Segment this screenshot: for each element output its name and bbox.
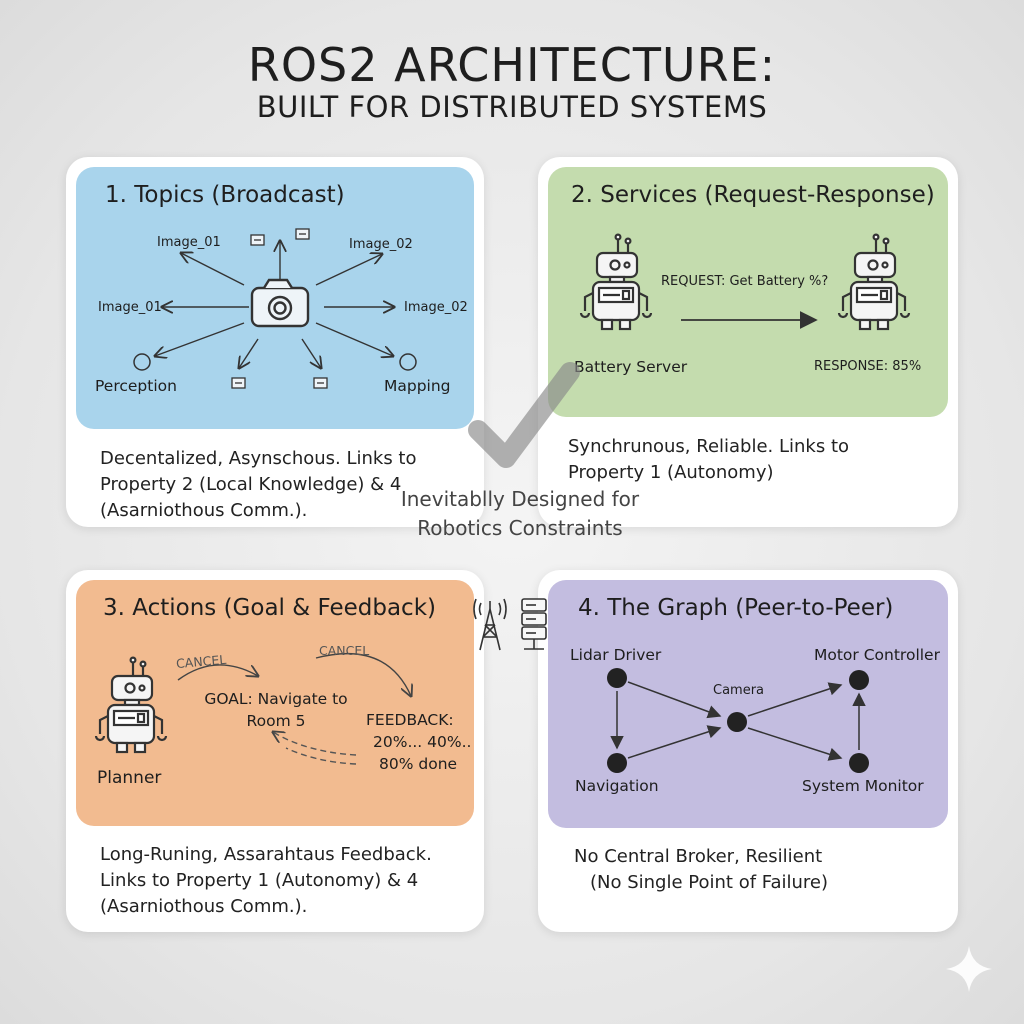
image-label: Image_02	[404, 300, 468, 315]
image-label: Image_01	[157, 235, 221, 250]
graph-description-line1: No Central Broker, Resilient	[574, 846, 823, 867]
robot-planner-icon	[94, 656, 168, 754]
camera-node	[727, 712, 747, 732]
battery-server-label: Battery Server	[574, 358, 688, 376]
image-label: Image_02	[349, 237, 413, 252]
feedback-progress: 20%... 40%..	[373, 733, 472, 751]
image-packet-icon	[231, 377, 246, 389]
page-title: ROS2 ARCHITECTURE:	[247, 38, 777, 92]
image-packet-icon	[313, 377, 328, 389]
goal-label: GOAL: Navigate to Room 5	[204, 690, 348, 730]
system-monitor-node	[849, 753, 869, 773]
graph-diagram	[607, 668, 869, 773]
robot-client-icon	[579, 233, 653, 331]
lidar-driver-node	[607, 668, 627, 688]
perception-label: Perception	[95, 377, 177, 395]
feedback-label: FEEDBACK:	[366, 711, 454, 729]
robot-server-icon	[837, 233, 911, 331]
center-caption: Inevitablly Designed for Robotics Constr…	[400, 487, 640, 540]
lidar-driver-label: Lidar Driver	[570, 646, 662, 664]
camera-icon	[250, 278, 310, 328]
mapping-label: Mapping	[384, 377, 451, 395]
page-subtitle: BUILT FOR DISTRIBUTED SYSTEMS	[256, 90, 768, 124]
motor-controller-label: Motor Controller	[814, 646, 940, 664]
topics-card: 1. Topics (Broadcast)	[66, 157, 484, 527]
actions-diagram	[94, 652, 484, 765]
request-label: REQUEST: Get Battery %?	[661, 274, 829, 289]
services-card: 2. Services (Request-Response)	[538, 157, 958, 527]
topics-description: Decentalized, Asynschous. Links to Prope…	[100, 448, 417, 521]
graph-card: 4. The Graph (Peer-to-Peer) Lidar Driver…	[538, 570, 958, 932]
image-packet-icon	[295, 228, 310, 240]
graph-panel	[548, 580, 948, 828]
motor-controller-node	[849, 670, 869, 690]
server-rack-icon	[521, 598, 547, 650]
mapping-node-icon	[399, 353, 417, 371]
actions-card: 3. Actions (Goal & Feedback) CANCEL CANC…	[66, 570, 484, 932]
navigation-label: Navigation	[575, 777, 659, 795]
system-monitor-label: System Monitor	[802, 777, 924, 795]
graph-description-line2: (No Single Point of Failure)	[590, 872, 829, 893]
actions-panel	[76, 580, 474, 826]
topics-diagram	[133, 228, 417, 389]
feedback-done: 80% done	[379, 755, 458, 773]
actions-title: 3. Actions (Goal & Feedback)	[103, 595, 436, 621]
actions-description: Long-Runing, Assarahtaus Feedback. Links…	[100, 844, 432, 917]
services-title: 2. Services (Request-Response)	[571, 182, 935, 208]
image-packet-icon	[250, 234, 265, 246]
cancel-label: CANCEL	[319, 643, 370, 658]
navigation-node	[607, 753, 627, 773]
camera-label: Camera	[713, 683, 765, 698]
sparkle-icon	[946, 946, 992, 992]
planner-label: Planner	[97, 768, 162, 788]
antenna-tower-icon	[473, 598, 507, 651]
graph-title: 4. The Graph (Peer-to-Peer)	[578, 595, 894, 621]
services-diagram	[579, 233, 911, 331]
perception-node-icon	[133, 353, 151, 371]
response-label: RESPONSE: 85%	[814, 359, 922, 374]
topics-title: 1. Topics (Broadcast)	[105, 182, 345, 208]
image-label: Image_01	[98, 300, 162, 315]
services-description: Synchrunous, Reliable. Links to Property…	[568, 436, 850, 483]
checkmark-icon	[468, 362, 580, 468]
